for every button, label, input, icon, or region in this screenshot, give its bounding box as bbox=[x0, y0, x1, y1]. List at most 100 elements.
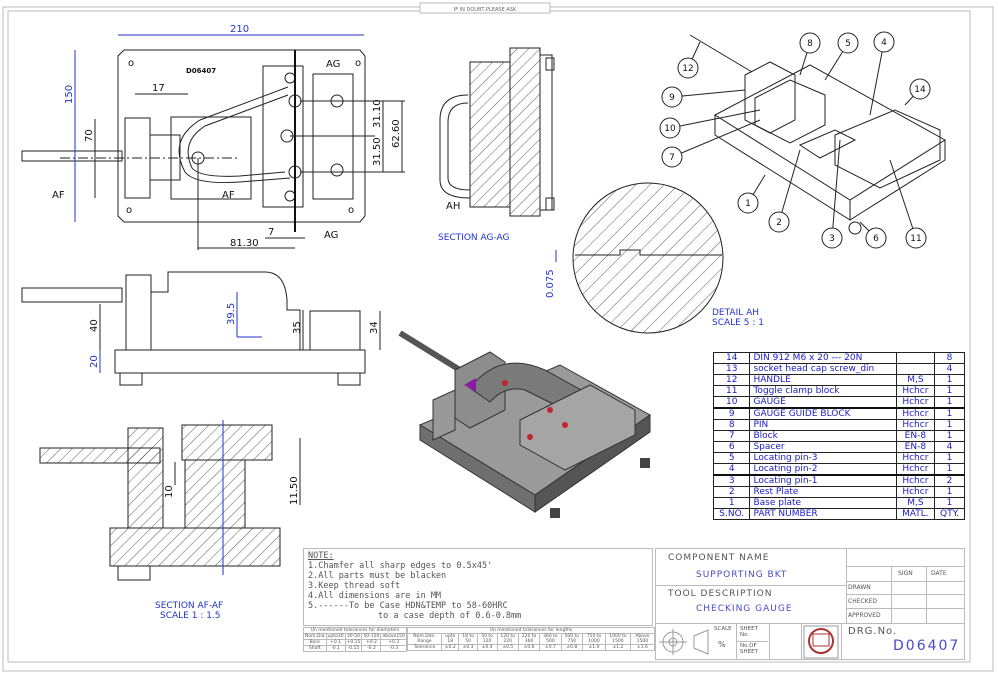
component-name-label: COMPONENT NAME bbox=[668, 553, 770, 563]
sno-cell: 13 bbox=[712, 363, 751, 375]
material-cell: Hchcr bbox=[895, 463, 936, 476]
part-number-cell: GAUGE bbox=[749, 396, 897, 409]
dim-34: 34 bbox=[369, 321, 380, 334]
tolerance-cell: ±1.2 bbox=[605, 644, 631, 651]
tolerance-cell: Tolerance bbox=[406, 644, 443, 651]
dim-62-60: 62.60 bbox=[391, 119, 402, 148]
sno-cell: 10 bbox=[712, 396, 751, 409]
part-number-cell: Block bbox=[749, 430, 897, 442]
hole-mark: o bbox=[355, 58, 361, 69]
dim-11-50: 11.50 bbox=[289, 476, 300, 505]
sno-cell: 9 bbox=[712, 407, 751, 420]
balloon bbox=[799, 32, 821, 54]
sign-header: SIGN bbox=[898, 570, 913, 577]
sno-cell: 1 bbox=[712, 497, 751, 509]
header-tag: IF IN DOUBT,PLEASE ASK bbox=[454, 7, 517, 13]
dim-150: 150 bbox=[64, 85, 75, 104]
material-cell: M,S bbox=[895, 374, 936, 386]
balloon bbox=[737, 192, 759, 214]
tolerance-cell: Nom.Dia bbox=[303, 633, 327, 640]
hole-mark: o bbox=[348, 205, 354, 216]
component-name: SUPPORTING BKT bbox=[696, 570, 788, 580]
date-header: DATE bbox=[931, 570, 947, 577]
balloon bbox=[659, 117, 681, 139]
tolerance-cell: 50 to 120 bbox=[476, 633, 498, 645]
dim-81-30: 81.30 bbox=[230, 238, 259, 249]
balloon bbox=[905, 227, 927, 249]
notes-title: NOTE: bbox=[308, 551, 334, 561]
tolerance-cell: 360 to 500 bbox=[539, 633, 562, 645]
projection-symbol-icon bbox=[659, 629, 709, 655]
qty-cell: 1 bbox=[934, 463, 965, 476]
material-cell: Hchcr bbox=[895, 396, 936, 409]
material-cell bbox=[895, 363, 936, 375]
sheet-no-label: SHEET No. bbox=[740, 626, 758, 638]
material-cell: Hchcr bbox=[895, 452, 936, 464]
tolerance-cell: -0.1 bbox=[325, 645, 346, 652]
material-cell: M,S bbox=[895, 497, 936, 509]
sno-cell: 6 bbox=[712, 441, 751, 453]
scale-value: % bbox=[718, 640, 726, 649]
material-cell: Hchcr bbox=[895, 385, 936, 397]
tolerance-cell: ±1.6 bbox=[629, 644, 656, 651]
note-line: 4.All dimensions are in MM bbox=[308, 591, 442, 601]
part-number-cell: GAUGE GUIDE BLOCK bbox=[749, 407, 897, 420]
sno-cell: 3 bbox=[712, 474, 751, 487]
balloon bbox=[865, 227, 887, 249]
tolerance-cell: 50-150 bbox=[361, 633, 382, 640]
section-ag-title: SECTION AG-AG bbox=[438, 233, 510, 243]
tolerance-cell: -0.2 bbox=[361, 645, 382, 652]
note-line: 1.Chamfer all sharp edges to 0.5x45' bbox=[308, 561, 493, 571]
qty-cell: 8 bbox=[934, 352, 965, 364]
part-number-cell: Locating pin-2 bbox=[749, 463, 897, 476]
tolerance-cell: ±0.8 bbox=[560, 644, 583, 651]
balloon-leader bbox=[869, 41, 885, 116]
plate-marking: D06407 bbox=[186, 67, 216, 75]
material-cell: Hchcr bbox=[895, 419, 936, 431]
part-number-cell: PIN bbox=[749, 419, 897, 431]
balloon-number: 1 bbox=[745, 199, 751, 209]
balloon-number: 8 bbox=[807, 39, 813, 49]
section-af-title: SECTION AF-AF bbox=[155, 601, 223, 611]
material-cell bbox=[895, 352, 936, 364]
dim-31-50: 31.50 bbox=[372, 137, 383, 166]
dim-70: 70 bbox=[84, 129, 95, 142]
tolerance-cell: upto 18 bbox=[441, 633, 460, 645]
qty-cell: 1 bbox=[934, 486, 965, 498]
balloon bbox=[768, 211, 790, 233]
tolerance-cell: ±0.2 bbox=[441, 644, 460, 651]
section-af-scale: SCALE 1 : 1.5 bbox=[160, 611, 221, 621]
diameter-tolerance-table: Un mentioned tolerances for diameters No… bbox=[303, 627, 407, 652]
tolerance-cell: -0.15 bbox=[344, 645, 363, 652]
note-line: 3.Keep thread soft bbox=[308, 581, 401, 591]
part-number-cell: Locating pin-3 bbox=[749, 452, 897, 464]
tolerance-cell: 220 to 360 bbox=[517, 633, 541, 645]
tolerance-cell: ±0.3 bbox=[458, 644, 478, 651]
balloon bbox=[661, 86, 683, 108]
balloon-number: 9 bbox=[669, 93, 675, 103]
tool-description: CHECKING GAUGE bbox=[696, 604, 793, 614]
dim-10: 10 bbox=[164, 485, 175, 498]
balloon-number: 11 bbox=[910, 234, 921, 244]
balloon-leader bbox=[889, 159, 917, 239]
balloon-number: 5 bbox=[845, 39, 851, 49]
tolerance-cell: ±0.4 bbox=[476, 644, 498, 651]
balloon-number: 12 bbox=[682, 64, 693, 74]
tolerance-cell: Above 1500 bbox=[629, 633, 656, 645]
scale-label: SCALE bbox=[714, 626, 732, 632]
dim-39-5: 39.5 bbox=[226, 303, 237, 325]
balloon-leader bbox=[671, 89, 746, 98]
3d-render bbox=[398, 330, 651, 518]
sno-cell: 4 bbox=[712, 463, 751, 476]
note-line: to a case depth of 0.6-0.8mm bbox=[378, 611, 522, 621]
material-cell: EN-8 bbox=[895, 441, 936, 453]
